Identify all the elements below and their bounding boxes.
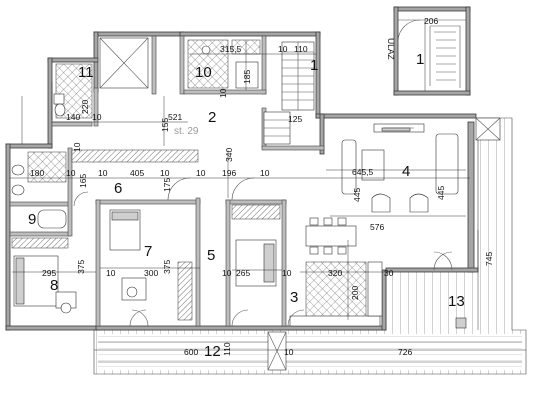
room-number-10: 10 (195, 64, 212, 81)
fixtures (11, 37, 367, 371)
room-number-4: 4 (402, 163, 410, 180)
entrance-inset: ULAZ 206 1 (386, 6, 471, 96)
dimension-label: 10 (66, 168, 76, 178)
room-number-11: 11 (78, 64, 94, 81)
dimension-label: 140 (66, 112, 80, 122)
interior-walls (9, 35, 325, 327)
room-number-1: 1 (310, 57, 318, 74)
dimension-label: 10 (106, 268, 116, 278)
dimension-label: 295 (42, 268, 56, 278)
room-number-3: 3 (290, 289, 298, 306)
dimension-label: 10 (278, 44, 288, 54)
dimension-label: 10 (218, 88, 228, 98)
dimension-label: 10 (284, 347, 294, 357)
inset-dimension: 206 (424, 16, 438, 26)
dimension-label: 375 (76, 260, 86, 274)
dimension-label: 196 (222, 168, 236, 178)
dimension-label: 220 (80, 100, 90, 114)
dimension-label: 10 (92, 112, 102, 122)
dimension-label: 10 (72, 142, 82, 152)
dimension-label: 125 (288, 114, 302, 124)
room-number-5: 5 (207, 247, 215, 264)
terrace (93, 117, 527, 375)
dimension-label: 340 (224, 148, 234, 162)
dimension-label: 165 (78, 174, 88, 188)
dimension-label: 315,5 (220, 44, 242, 54)
room-number-12: 12 (204, 343, 221, 360)
dimension-label: 10 (282, 268, 292, 278)
room-number-6: 6 (114, 180, 122, 197)
dimension-label: 445 (352, 188, 362, 202)
dimension-label: 110 (294, 44, 308, 54)
dimension-label: 200 (350, 286, 360, 300)
dimension-label: 645,5 (352, 167, 374, 177)
dimension-label: 10 (222, 268, 232, 278)
outer-walls (5, 31, 477, 331)
inset-room-number: 1 (416, 51, 424, 68)
dimension-label: 600 (184, 347, 198, 357)
dimension-label: 110 (222, 342, 232, 356)
dimension-label: 745 (484, 252, 494, 266)
dimension-label: 300 (144, 268, 158, 278)
main-stairs (263, 41, 315, 145)
room-number-2: 2 (208, 109, 216, 126)
dimension-label: 10 (98, 168, 108, 178)
dimension-label: 30 (384, 268, 394, 278)
page-stamp: st. 29 (174, 126, 199, 137)
dimension-label: 576 (370, 222, 384, 232)
dimension-label: 185 (242, 70, 252, 84)
room-number-13: 13 (448, 293, 465, 310)
dimension-labels: 315,5 10 110 185 10 140 10 220 521 155 1… (30, 44, 494, 357)
dimension-label: 521 (168, 112, 182, 122)
dimension-label: 445 (436, 186, 446, 200)
dimension-label: 405 (130, 168, 144, 178)
furniture (11, 45, 459, 327)
dimension-label: 10 (196, 168, 206, 178)
dimension-label: 180 (30, 168, 44, 178)
dimension-label: 155 (160, 118, 170, 132)
door-swings (73, 177, 453, 327)
dimension-label: 320 (328, 268, 342, 278)
dimension-label: 375 (162, 260, 172, 274)
dimension-label: 726 (398, 347, 412, 357)
room-numbers: 1 2 3 4 5 6 7 8 9 10 11 12 13 (28, 57, 465, 360)
room-number-8: 8 (50, 277, 58, 294)
room-number-7: 7 (144, 243, 152, 260)
dimension-label: 265 (236, 268, 250, 278)
room-number-9: 9 (28, 211, 36, 228)
dimension-label: 10 (160, 168, 170, 178)
inset-label: ULAZ (386, 38, 396, 60)
dimension-lines (10, 40, 526, 351)
dimension-label: 10 (260, 168, 270, 178)
dimension-label: 175 (162, 178, 172, 192)
